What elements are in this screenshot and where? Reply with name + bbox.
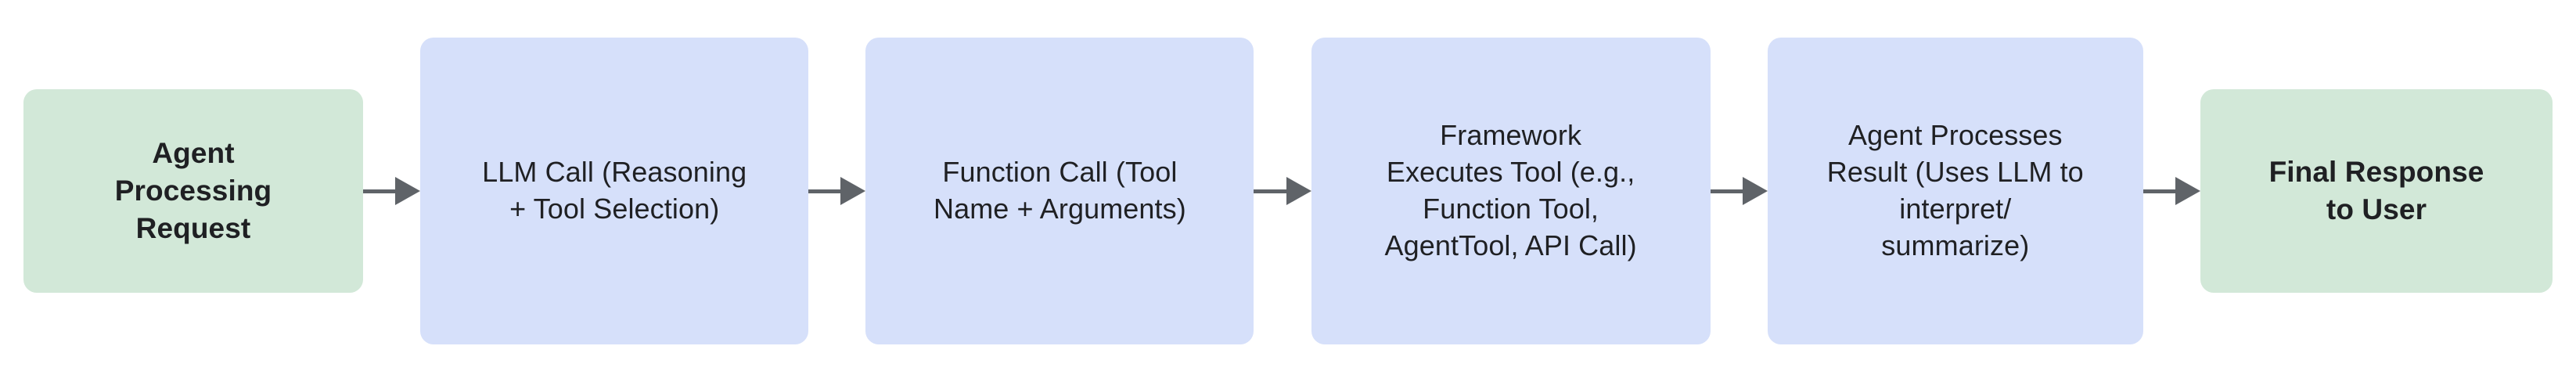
node-agent-processing-request[interactable]: Agent Processing Request [23, 89, 363, 293]
node-label: Agent Processing Request [114, 136, 272, 245]
arrow-shaft [363, 189, 407, 193]
arrow-head-icon [840, 177, 866, 205]
node-label: Agent Processes Result (Uses LLM to inte… [1826, 119, 2084, 261]
node-label: LLM Call (Reasoning + Tool Selection) [482, 156, 747, 225]
node-agent-processes-result[interactable]: Agent Processes Result (Uses LLM to inte… [1767, 38, 2143, 344]
node-framework-executes-tool[interactable]: Framework Executes Tool (e.g., Function … [1311, 38, 1711, 344]
arrow-n5-to-n6 [2142, 175, 2201, 207]
arrow-shaft [2142, 189, 2187, 193]
arrow-n1-to-n2 [363, 175, 421, 207]
arrow-head-icon [1742, 177, 1768, 205]
arrow-shaft [1254, 189, 1297, 193]
node-final-response-to-user[interactable]: Final Response to User [2200, 89, 2553, 293]
arrow-shaft [1710, 189, 1754, 193]
node-function-call[interactable]: Function Call (Tool Name + Arguments) [865, 38, 1254, 344]
node-llm-call[interactable]: LLM Call (Reasoning + Tool Selection) [420, 38, 809, 344]
node-label: Function Call (Tool Name + Arguments) [933, 156, 1186, 225]
arrow-head-icon [395, 177, 421, 205]
node-label: Framework Executes Tool (e.g., Function … [1384, 119, 1637, 261]
arrow-n3-to-n4 [1254, 175, 1311, 207]
arrow-shaft [808, 189, 852, 193]
arrow-n4-to-n5 [1710, 175, 1768, 207]
arrow-head-icon [1286, 177, 1311, 205]
arrow-n2-to-n3 [808, 175, 866, 207]
arrow-head-icon [2175, 177, 2201, 205]
node-label: Final Response to User [2268, 155, 2484, 225]
